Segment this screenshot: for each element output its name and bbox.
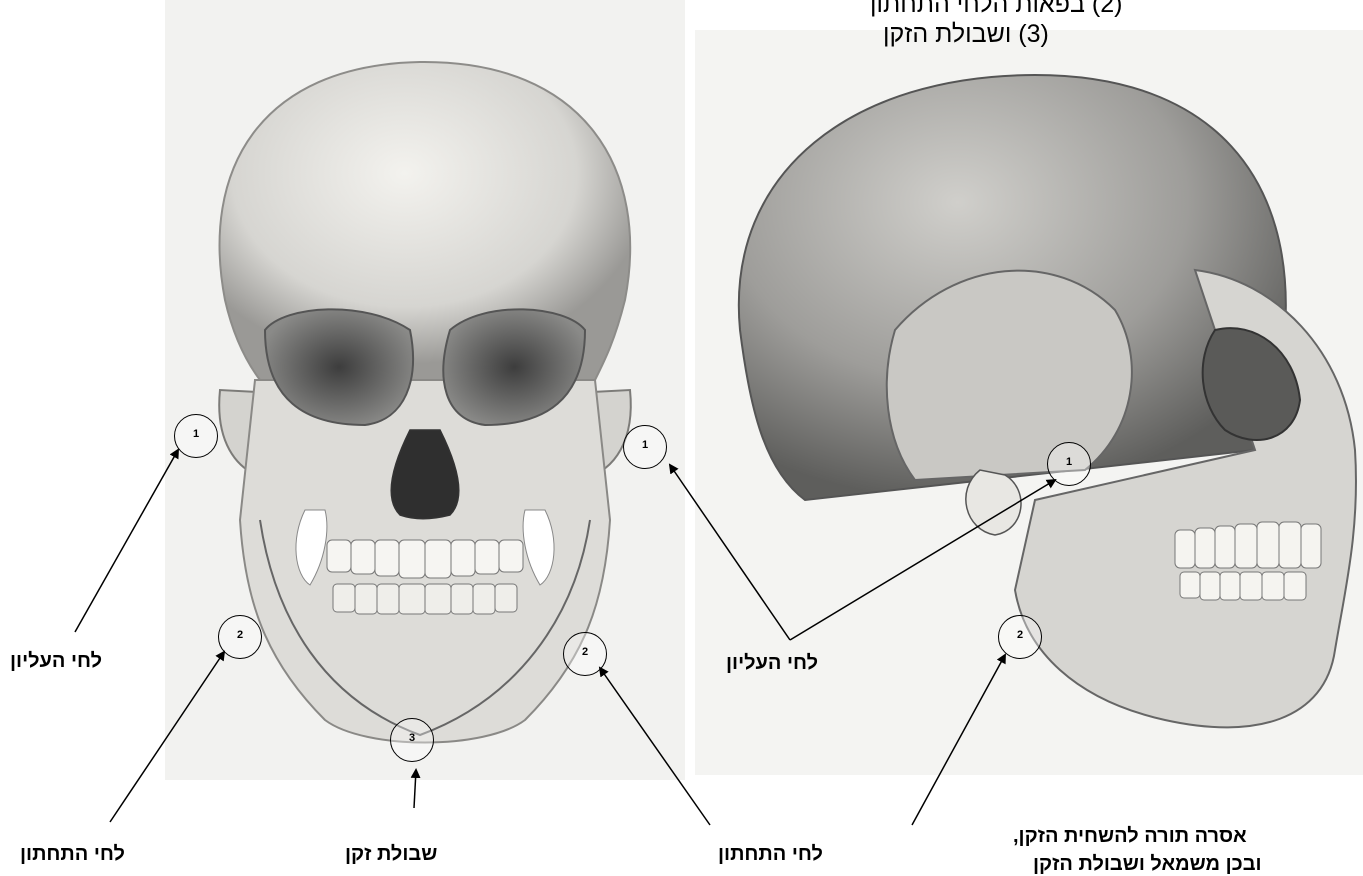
marker-lower-jaw-right: 2 [563, 632, 607, 676]
bottom-note-line2: ובכן משמאל ושבולת הזקן [1033, 853, 1262, 876]
marker-number: 2 [999, 629, 1041, 641]
label-lower-jaw-middle: לחי התחתון [718, 843, 823, 866]
marker-number: 2 [564, 646, 606, 658]
marker-upper-jaw-left: 1 [174, 414, 218, 458]
label-upper-jaw-left: לחי העליון [10, 650, 102, 673]
arrow-upper-jaw-left [75, 450, 178, 632]
marker-number: 1 [1048, 456, 1090, 468]
bottom-note-line1: אסרה תורה להשחית הזקן, [1013, 825, 1247, 848]
marker-upper-jaw-right: 1 [623, 425, 667, 469]
front-skull-drawing [165, 0, 685, 780]
label-upper-jaw-middle: לחי העליון [726, 652, 818, 675]
marker-lower-jaw-left: 2 [218, 615, 262, 659]
marker-side-upper-jaw: 1 [1047, 442, 1091, 486]
marker-number: 3 [391, 732, 433, 744]
label-beard-point: שבולת זקן [345, 843, 437, 866]
marker-number: 2 [219, 629, 261, 641]
marker-number: 1 [624, 439, 666, 451]
marker-number: 1 [175, 428, 217, 440]
label-lower-jaw-left: לחי התחתון [20, 843, 125, 866]
marker-side-lower-jaw: 2 [998, 615, 1042, 659]
top-caption-line1: (2) בפאות הלחי התחתון [870, 0, 1122, 19]
top-caption-line2: (3) ושבולת הזקן [883, 20, 1049, 49]
front-skull-illustration [165, 0, 685, 780]
marker-beard-point: 3 [390, 718, 434, 762]
